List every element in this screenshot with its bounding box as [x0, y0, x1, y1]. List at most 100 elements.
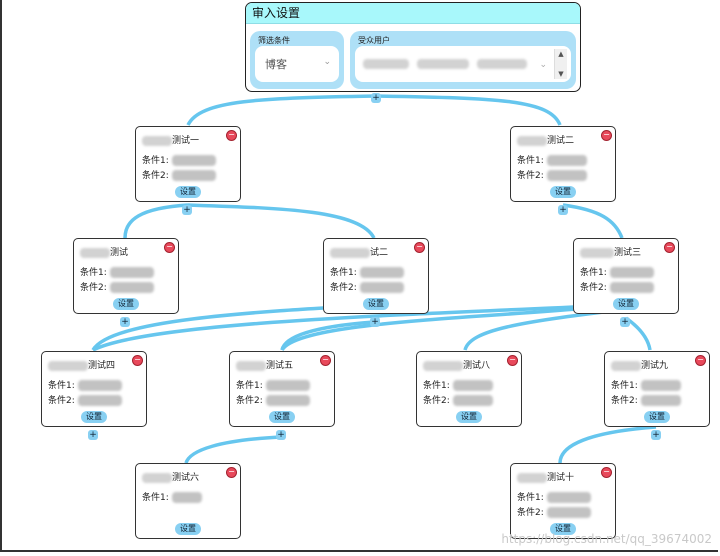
remove-node-icon[interactable]: − — [414, 242, 425, 253]
settings-button[interactable]: 设置 — [269, 411, 295, 423]
node-title: 测试 — [80, 245, 128, 258]
add-node-button[interactable]: + — [370, 317, 380, 327]
blurred-text — [265, 380, 310, 391]
node-card[interactable]: 测试五 条件1: 条件2: − 设置 — [229, 351, 335, 427]
settings-button[interactable]: 设置 — [456, 411, 482, 423]
remove-node-icon[interactable]: − — [601, 130, 612, 141]
node-card[interactable]: 测试九 条件1: 条件2: − 设置 — [604, 351, 710, 427]
add-node-button[interactable]: + — [88, 430, 98, 440]
condition-2: 条件2: — [330, 280, 404, 293]
blurred-text — [330, 247, 370, 258]
remove-node-icon[interactable]: − — [695, 355, 706, 366]
condition-2: 条件2: — [580, 280, 654, 293]
settings-button[interactable]: 设置 — [113, 298, 139, 310]
node-title: 测试八 — [423, 358, 490, 371]
settings-button[interactable]: 设置 — [81, 411, 107, 423]
condition-2: 条件2: — [48, 393, 122, 406]
node-card[interactable]: 测试 条件1: 条件2: − 设置 — [73, 238, 179, 314]
blurred-text — [580, 247, 614, 258]
add-node-button[interactable]: + — [120, 317, 130, 327]
blurred-text — [171, 492, 202, 503]
add-node-button[interactable]: + — [651, 430, 661, 440]
condition-1: 条件1: — [142, 153, 216, 166]
user-tag — [417, 59, 469, 69]
node-card[interactable]: 测试十 条件1: 条件2: − 设置 — [510, 463, 616, 539]
blurred-text — [77, 380, 122, 391]
condition-1: 条件1: — [580, 265, 654, 278]
link-n2-n5 — [562, 203, 624, 239]
blurred-text — [109, 282, 154, 293]
add-node-button[interactable]: + — [620, 317, 630, 327]
remove-node-icon[interactable]: − — [507, 355, 518, 366]
settings-button[interactable]: 设置 — [550, 523, 576, 535]
blurred-text — [546, 492, 591, 503]
blurred-text — [265, 395, 310, 406]
condition-2: 条件2: — [517, 505, 591, 518]
remove-node-icon[interactable]: − — [164, 242, 175, 253]
node-card[interactable]: 测试二 条件1: 条件2: − 设置 — [510, 126, 616, 202]
users-select[interactable]: ⌄ ▲ ▼ — [355, 46, 571, 82]
blurred-text — [517, 472, 547, 483]
remove-node-icon[interactable]: − — [320, 355, 331, 366]
remove-node-icon[interactable]: − — [226, 467, 237, 478]
node-title: 测试二 — [517, 133, 574, 146]
add-node-button[interactable]: + — [371, 93, 381, 103]
add-node-button[interactable]: + — [558, 205, 568, 215]
link-n1-n3 — [123, 203, 189, 239]
link-n5-n8 — [463, 308, 621, 351]
settings-button[interactable]: 设置 — [613, 298, 639, 310]
remove-node-icon[interactable]: − — [664, 242, 675, 253]
filter-value: 博客 — [265, 58, 287, 71]
condition-1: 条件1: — [330, 265, 404, 278]
blurred-text — [142, 135, 172, 146]
node-card[interactable]: 测试八 条件1: 条件2: − 设置 — [416, 351, 522, 427]
settings-button[interactable]: 设置 — [644, 411, 670, 423]
blurred-text — [77, 395, 122, 406]
blurred-text — [609, 267, 654, 278]
scrollbar[interactable]: ▲ ▼ — [554, 49, 567, 79]
add-node-button[interactable]: + — [182, 205, 192, 215]
node-card[interactable]: 试二 条件1: 条件2: − 设置 — [323, 238, 429, 314]
blurred-text — [546, 507, 591, 518]
blurred-text — [236, 360, 266, 371]
settings-button[interactable]: 设置 — [175, 523, 201, 535]
condition-2: 条件2: — [142, 168, 216, 181]
condition-1: 条件1: — [80, 265, 154, 278]
link-n7-n10 — [184, 435, 283, 464]
blurred-text — [423, 360, 463, 371]
settings-button[interactable]: 设置 — [550, 186, 576, 198]
watermark: https://blog.csdn.net/qq_39674002 — [501, 532, 712, 546]
panel-title: 审入设置 — [246, 3, 580, 24]
blurred-text — [640, 380, 681, 391]
remove-node-icon[interactable]: − — [601, 467, 612, 478]
blurred-text — [640, 395, 681, 406]
remove-node-icon[interactable]: − — [132, 355, 143, 366]
link-n9-n11 — [558, 425, 657, 464]
node-card[interactable]: 测试四 条件1: 条件2: − 设置 — [41, 351, 147, 427]
blurred-text — [48, 360, 88, 371]
condition-2: 条件2: — [80, 280, 154, 293]
filter-select[interactable]: 博客 ⌄ — [255, 46, 339, 82]
settings-button[interactable]: 设置 — [175, 186, 201, 198]
node-card[interactable]: 测试六 条件1: − 设置 — [135, 463, 241, 539]
node-title: 试二 — [330, 245, 388, 258]
add-node-button[interactable]: + — [276, 430, 286, 440]
users-section: 受众用户 ⌄ ▲ ▼ — [350, 31, 576, 89]
node-card[interactable]: 测试一 条件1: 条件2: − 设置 — [135, 126, 241, 202]
link-n1-n4 — [187, 203, 376, 239]
review-settings-panel: 审入设置 筛选条件 博客 ⌄ 受众用户 ⌄ ▲ ▼ — [245, 2, 581, 92]
settings-button[interactable]: 设置 — [363, 298, 389, 310]
user-tag — [477, 59, 527, 69]
remove-node-icon[interactable]: − — [226, 130, 237, 141]
condition-2: 条件2: — [423, 393, 493, 406]
node-title: 测试三 — [580, 245, 641, 258]
condition-1: 条件1: — [517, 153, 587, 166]
condition-2: 条件2: — [236, 393, 310, 406]
node-title: 测试九 — [611, 358, 668, 371]
blurred-text — [359, 282, 404, 293]
blurred-text — [80, 247, 110, 258]
node-card[interactable]: 测试三 条件1: 条件2: − 设置 — [573, 238, 679, 314]
blurred-text — [452, 395, 493, 406]
